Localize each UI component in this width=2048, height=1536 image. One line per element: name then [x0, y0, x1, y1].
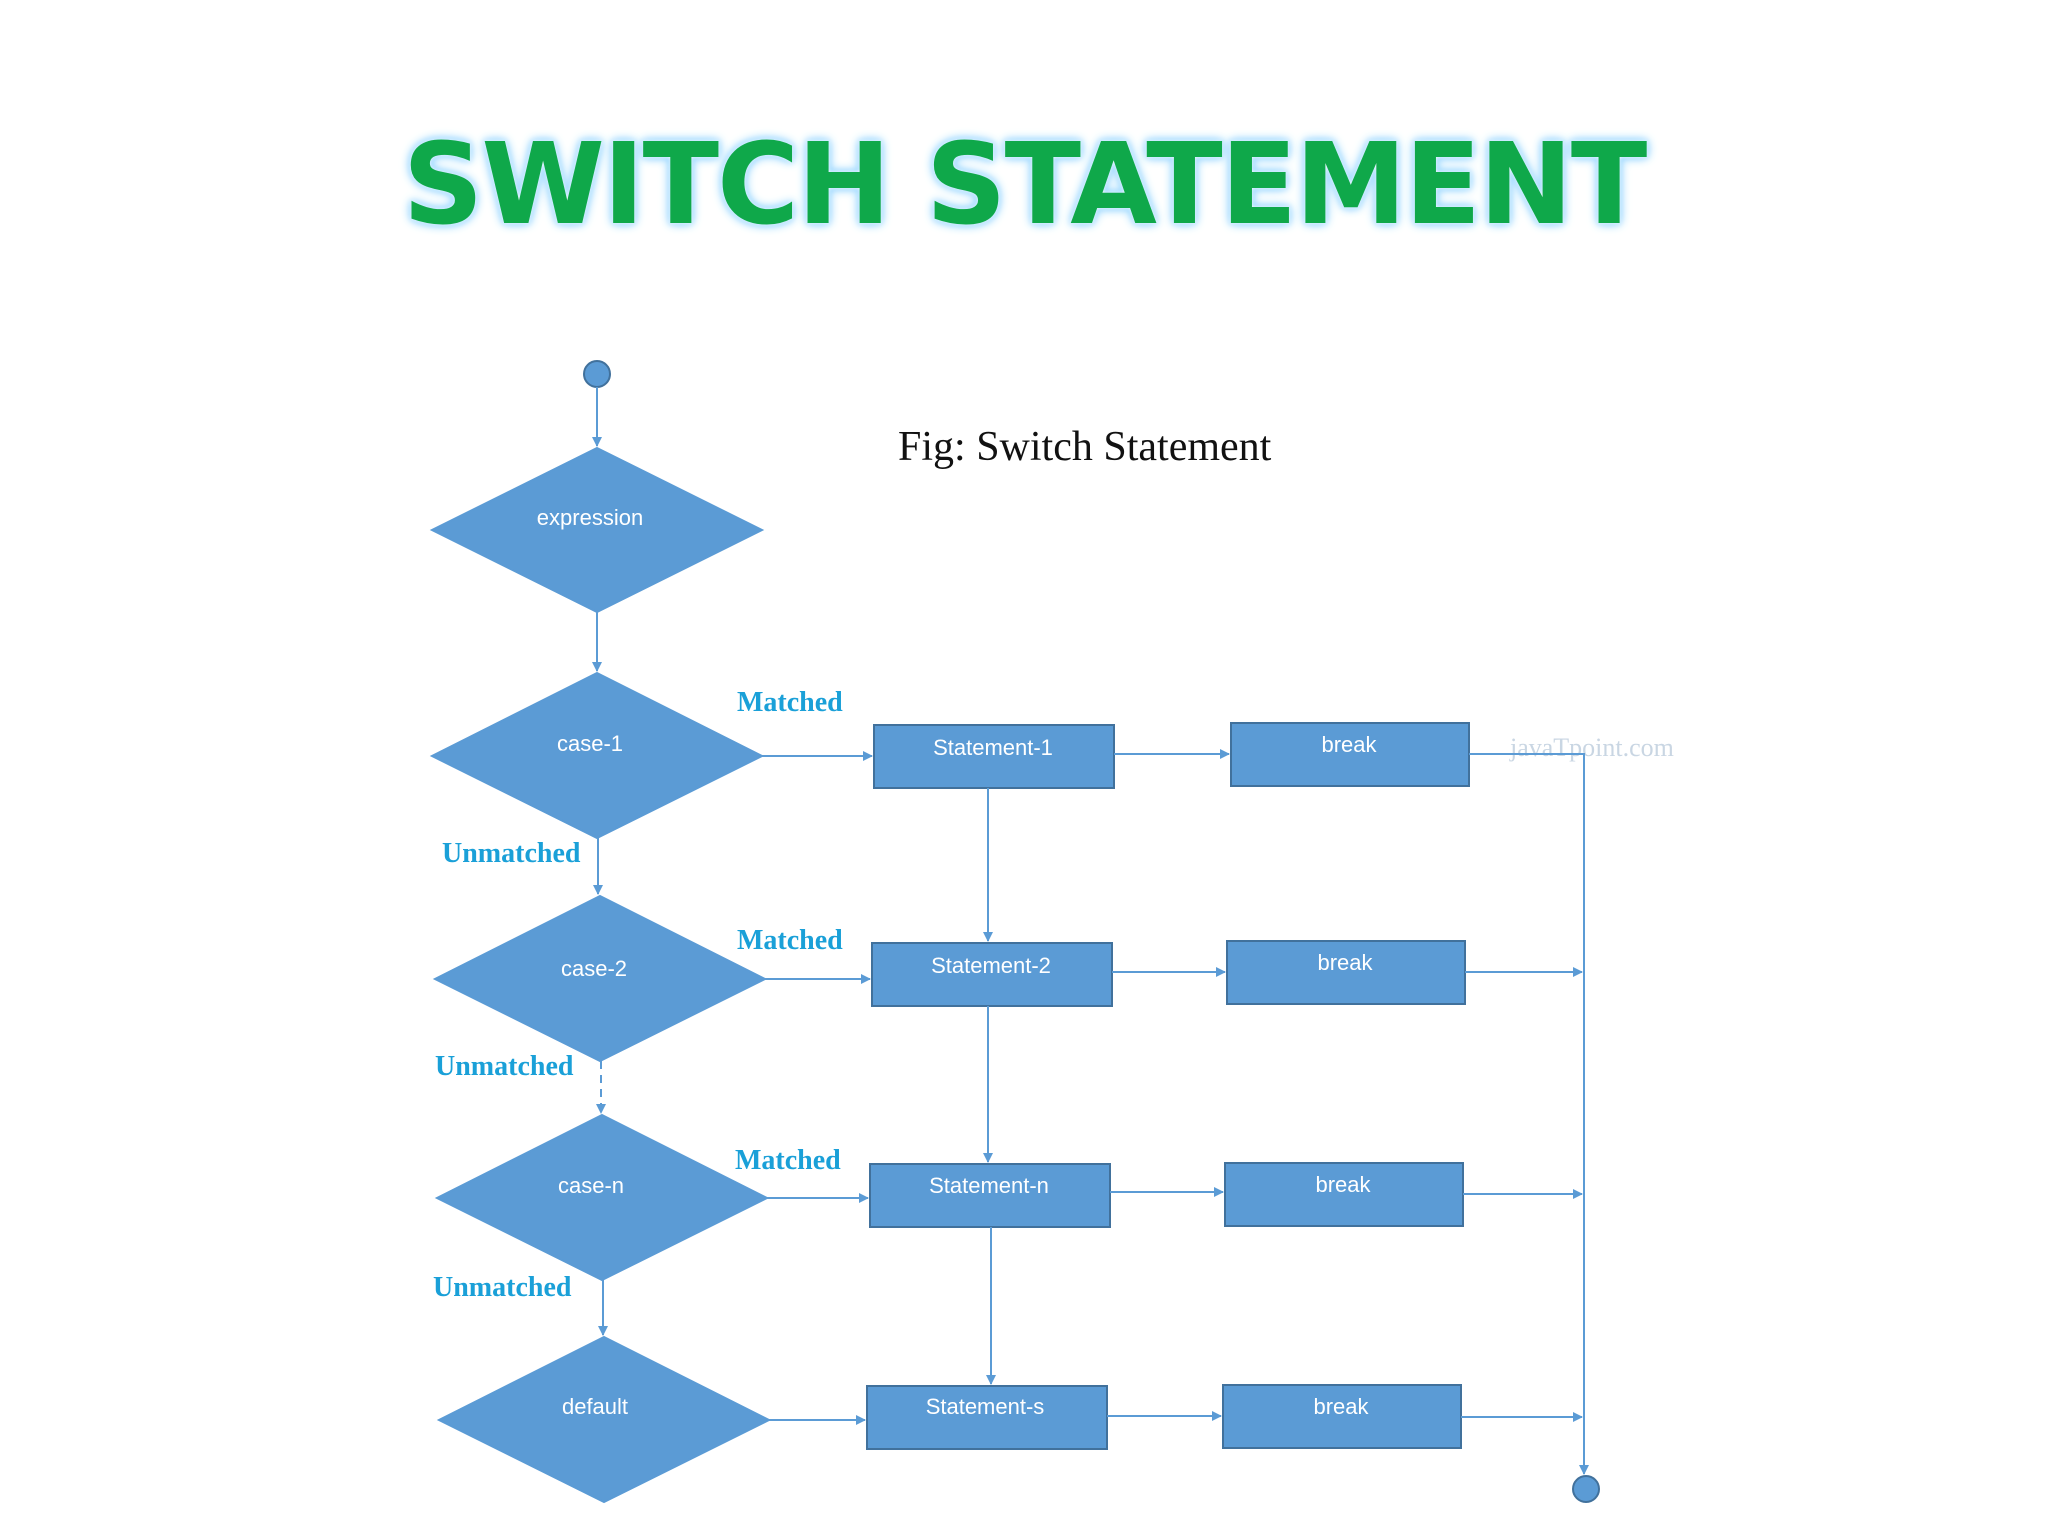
decision-case-1: case-1	[429, 671, 765, 840]
decision-case-n: case-n	[434, 1113, 770, 1282]
slide-title: SWITCH STATEMENT	[402, 120, 1648, 250]
break-4-label: break	[1313, 1394, 1369, 1419]
statement-s-box: Statement-s	[866, 1385, 1108, 1450]
statement-2-box: Statement-2	[871, 942, 1113, 1007]
decision-case-2: case-2	[432, 894, 768, 1063]
decision-expression: expression	[429, 446, 765, 614]
statement-s-label: Statement-s	[926, 1394, 1045, 1419]
edge-label-unmatched-3: Unmatched	[433, 1272, 572, 1303]
end-node	[1572, 1475, 1600, 1503]
watermark: javaTpoint.com	[1509, 733, 1674, 762]
statement-1-box: Statement-1	[873, 724, 1115, 789]
statement-n-box: Statement-n	[869, 1163, 1111, 1228]
break-3-label: break	[1315, 1172, 1371, 1197]
decision-case-n-label: case-n	[558, 1173, 624, 1198]
edge-label-unmatched-2: Unmatched	[435, 1051, 574, 1082]
decision-default-label: default	[562, 1394, 628, 1419]
break-1-box: break	[1230, 722, 1470, 787]
break-3-box: break	[1224, 1162, 1464, 1227]
edge-label-matched-3: Matched	[735, 1145, 841, 1176]
edge-break-1-exit	[1469, 753, 1589, 1475]
figure-caption: Fig: Switch Statement	[898, 424, 1272, 470]
decision-case-2-label: case-2	[561, 956, 627, 981]
break-1-label: break	[1321, 732, 1377, 757]
start-node	[583, 360, 611, 388]
statement-2-label: Statement-2	[931, 953, 1051, 978]
edge-label-unmatched-1: Unmatched	[442, 838, 581, 869]
break-2-box: break	[1226, 940, 1466, 1005]
decision-expression-label: expression	[537, 505, 643, 530]
edge-label-matched-1: Matched	[737, 687, 843, 718]
decision-default: default	[436, 1335, 772, 1504]
statement-n-label: Statement-n	[929, 1173, 1049, 1198]
break-4-box: break	[1222, 1384, 1462, 1449]
edge-label-matched-2: Matched	[737, 925, 843, 956]
decision-case-1-label: case-1	[557, 731, 623, 756]
statement-1-label: Statement-1	[933, 735, 1053, 760]
break-2-label: break	[1317, 950, 1373, 975]
